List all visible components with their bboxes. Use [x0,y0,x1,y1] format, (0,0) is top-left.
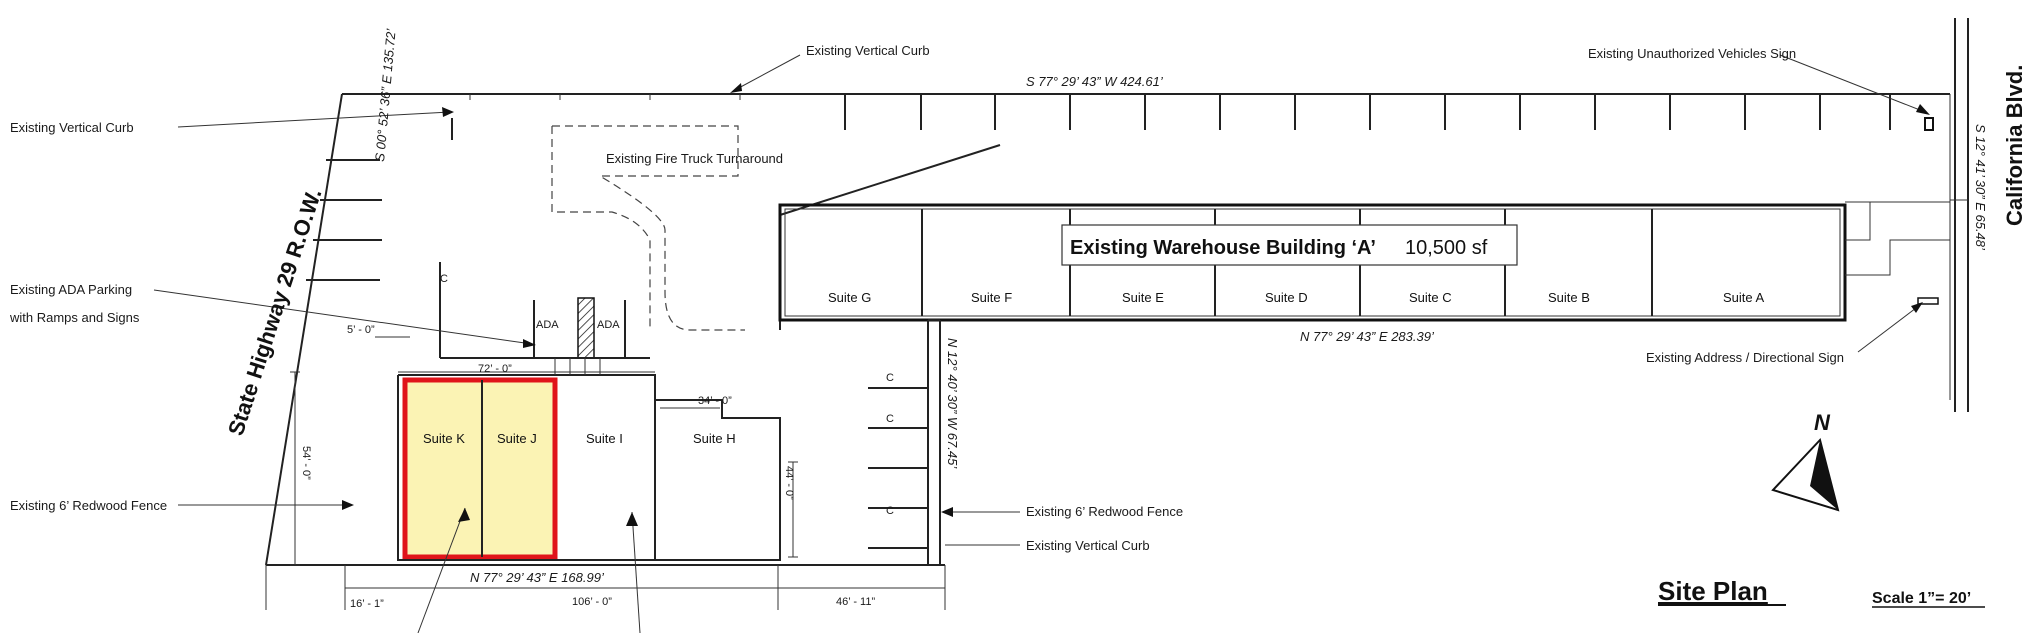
dim-46-11: 46’ - 11” [836,596,875,608]
compact-label-1: C [440,273,448,285]
compact-label-3: C [886,413,894,425]
ada-label-1: ADA [536,319,559,331]
suite-d-label: Suite D [1265,290,1308,305]
suite-a-label: Suite A [1723,290,1765,305]
bearing-top: S 77° 29’ 43” W 424.61’ [1026,74,1164,89]
dim-34-0: 34’ - 0” [698,395,732,407]
label-unauthorized-sign: Existing Unauthorized Vehicles Sign [1588,46,1796,61]
label-vertical-curb-bottom: Existing Vertical Curb [1026,538,1150,553]
middle-parking-stalls [868,387,928,549]
label-fence-left: Existing 6’ Redwood Fence [10,498,167,513]
dim-72-0: 72’ - 0” [478,363,512,375]
fire-truck-turnaround [551,125,745,331]
bearing-right: S 12° 41’ 30” E 65.48’ [1973,124,1988,251]
building-area: 10,500 sf [1405,237,1488,259]
label-ada-parking-2: with Ramps and Signs [9,310,140,325]
top-parking-stalls [469,94,1934,131]
label-vertical-curb-top: Existing Vertical Curb [806,43,930,58]
label-address-sign: Existing Address / Directional Sign [1646,350,1844,365]
label-fence-right: Existing 6’ Redwood Fence [1026,504,1183,519]
bearing-bottom: N 77° 29’ 43” E 168.99’ [470,570,605,585]
lower-building [397,358,781,561]
suite-i-label: Suite I [586,431,623,446]
suite-f-label: Suite F [971,290,1012,305]
suite-g-label: Suite G [828,290,871,305]
left-parking-stalls [306,118,453,281]
suite-b-label: Suite B [1548,290,1590,305]
warehouse-building-a [778,201,1950,322]
ada-label-2: ADA [597,319,620,331]
bearing-middle: N 12° 40’ 30” W 67.45’ [945,338,960,469]
dim-106-0: 106’ - 0” [572,596,612,608]
main-suite-labels: Suite G Suite F Suite E Suite D Suite C … [828,290,1765,305]
dim-44-0: 44’ - 0” [783,466,795,500]
label-ada-parking-1: Existing ADA Parking [10,282,132,297]
scale-label: Scale 1”= 20’ [1872,590,1971,607]
bearing-building-bottom: N 77° 29’ 43” E 283.39’ [1300,329,1435,344]
dim-54-0: 54’ - 0” [300,446,312,480]
dim-5-0: 5’ - 0” [347,324,375,336]
label-fire-truck-turnaround: Existing Fire Truck Turnaround [606,151,783,166]
page-title: Site Plan [1658,576,1768,606]
dim-16-1: 16’ - 1” [350,598,384,610]
suite-j-label: Suite J [497,431,537,446]
label-california-blvd: California Blvd. [2002,65,2027,226]
leader-lines [153,54,1930,546]
ada-parking [439,262,650,359]
highlight-suites-k-j [402,377,558,560]
compact-label-4: C [886,505,894,517]
compact-label-2: C [886,372,894,384]
suite-c-label: Suite C [1409,290,1452,305]
north-label: N [1814,410,1831,435]
suite-e-label: Suite E [1122,290,1164,305]
building-name: Existing Warehouse Building ‘A’ [1070,237,1376,259]
label-vertical-curb-left: Existing Vertical Curb [10,120,134,135]
suite-k-label: Suite K [423,431,465,446]
north-arrow-icon [1771,437,1840,512]
dimension-lines [265,336,946,610]
suite-h-label: Suite H [693,431,736,446]
